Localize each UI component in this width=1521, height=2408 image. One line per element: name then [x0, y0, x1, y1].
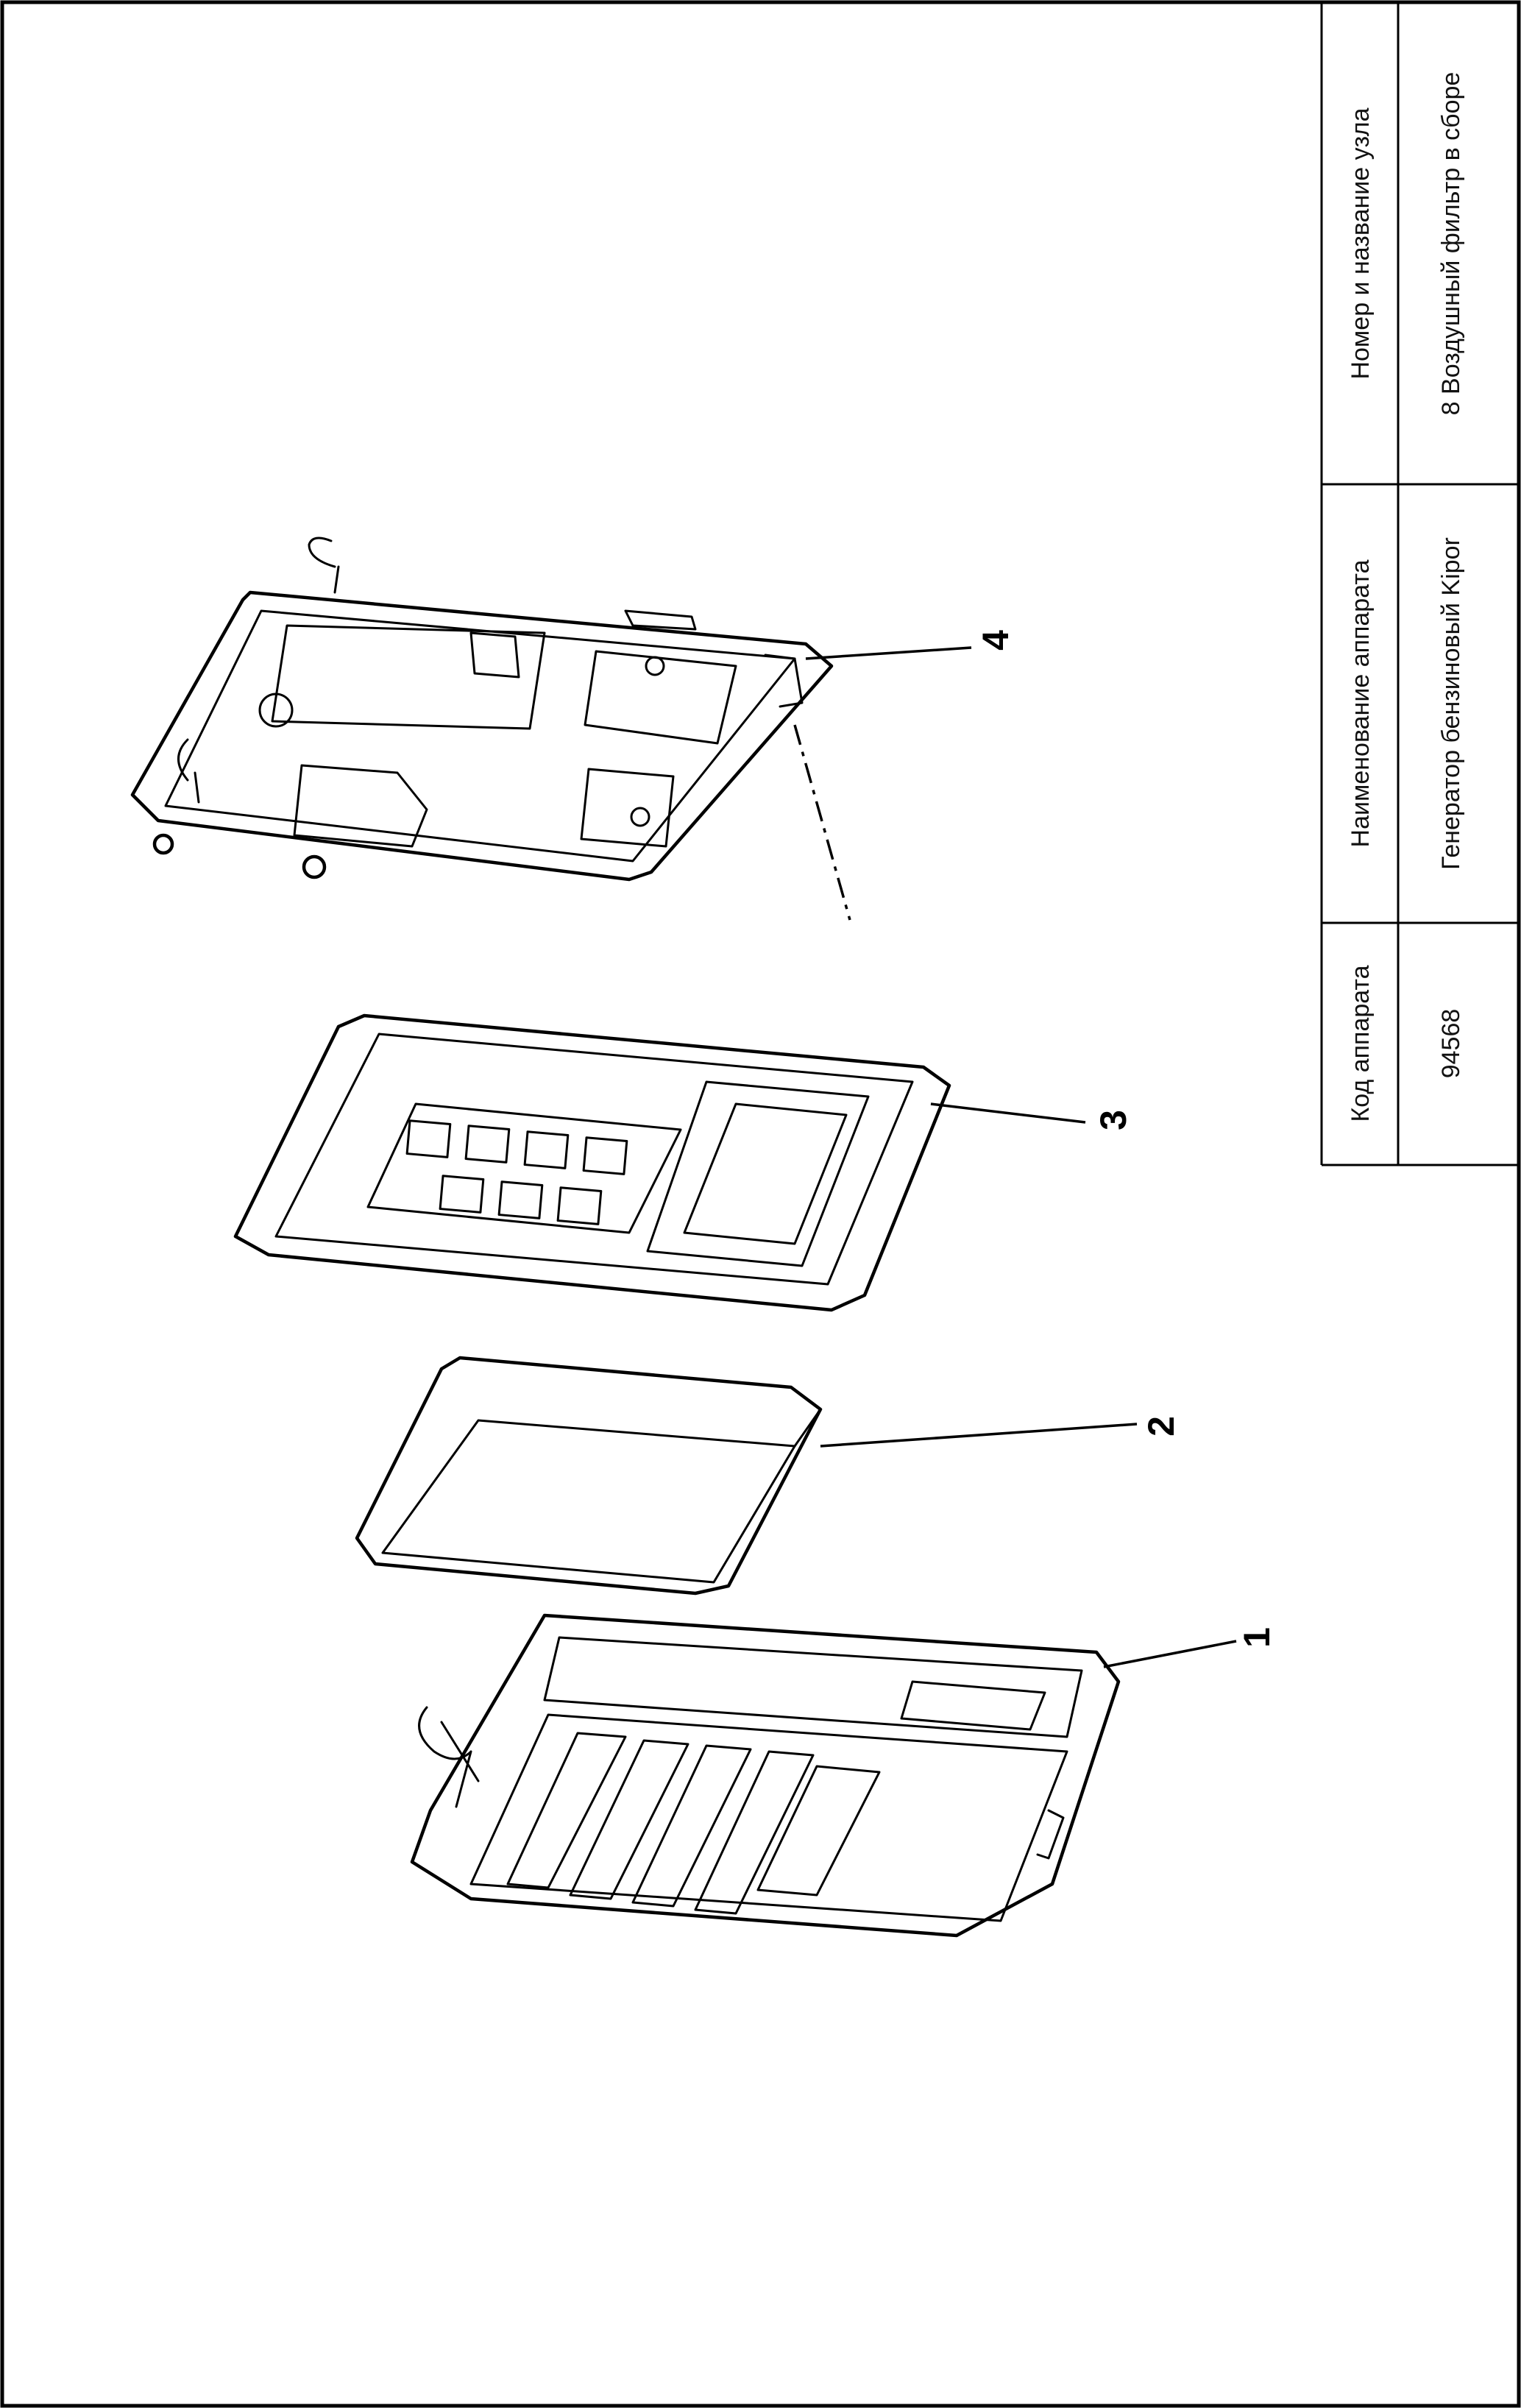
leader-1	[1103, 1640, 1237, 1668]
callout-1: 1	[1236, 1627, 1277, 1648]
device-code: 94568	[1437, 1009, 1465, 1079]
header-device: Наименование аппарата	[1347, 559, 1375, 847]
part-3-element-frame	[233, 1013, 951, 1312]
callout-4: 4	[975, 630, 1016, 651]
part-2-filter-sponge	[355, 1356, 823, 1596]
part-1-filter-cover	[410, 1613, 1121, 1938]
title-block: Номер и название узла Наименование аппар…	[1320, 2, 1519, 1166]
dash-axis	[793, 724, 851, 921]
leader-4	[805, 646, 972, 660]
header-code: Код аппарата	[1347, 965, 1375, 1122]
unit-name: 8 Воздушный фильтр в сборе	[1437, 72, 1465, 416]
leader-3	[930, 1102, 1086, 1124]
callout-3: 3	[1093, 1110, 1134, 1130]
callout-2: 2	[1141, 1416, 1182, 1437]
header-unit: Номер и название узла	[1347, 107, 1375, 379]
leader-2	[820, 1423, 1138, 1448]
part-4-filter-base	[130, 537, 834, 882]
device-name: Генератор бензиновый Kipor	[1437, 537, 1465, 870]
